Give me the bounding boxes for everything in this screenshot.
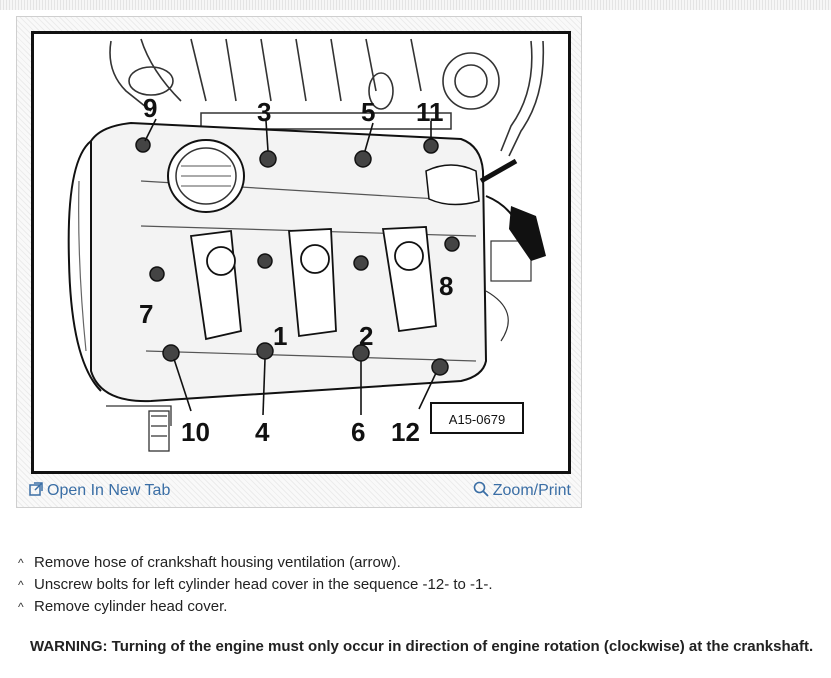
bolt-label-8: 8 [439,271,453,301]
step-text: Unscrew bolts for left cylinder head cov… [34,576,493,593]
list-item: ^ Remove hose of crankshaft housing vent… [18,552,493,574]
step-marker: ^ [18,578,24,592]
engine-diagram[interactable]: 1 2 3 4 5 6 7 8 9 10 11 12 A15-0679 [31,31,571,474]
list-item: ^ Unscrew bolts for left cylinder head c… [18,574,493,596]
open-in-new-tab-label: Open In New Tab [47,482,171,499]
figure-panel: 1 2 3 4 5 6 7 8 9 10 11 12 A15-0679 Open… [16,16,582,508]
magnifier-icon [473,481,489,502]
bolt-label-12: 12 [391,417,420,447]
zoom-print-link[interactable]: Zoom/Print [473,481,571,501]
bolt-label-10: 10 [181,417,210,447]
step-text: Remove cylinder head cover. [34,598,228,615]
bolt-label-5: 5 [361,97,375,127]
top-divider [0,0,831,10]
procedure-steps: ^ Remove hose of crankshaft housing vent… [18,552,493,618]
bolt-label-9: 9 [143,93,157,123]
step-marker: ^ [18,600,24,614]
step-text: Remove hose of crankshaft housing ventil… [34,554,401,571]
bolt-label-3: 3 [257,97,271,127]
warning-note: WARNING: Turning of the engine must only… [30,638,814,655]
bolt-label-7: 7 [139,299,153,329]
zoom-print-label: Zoom/Print [492,482,571,499]
engine-illustration: 1 2 3 4 5 6 7 8 9 10 11 12 A15-0679 [31,31,571,474]
new-tab-icon [29,481,43,501]
open-in-new-tab-link[interactable]: Open In New Tab [29,481,170,501]
bolt-label-11: 11 [416,97,444,127]
bolt-label-4: 4 [255,417,270,447]
bolt-label-2: 2 [359,321,373,351]
figure-code: A15-0679 [449,412,505,427]
bolt-label-6: 6 [351,417,365,447]
step-marker: ^ [18,556,24,570]
bolt-label-1: 1 [273,321,287,351]
list-item: ^ Remove cylinder head cover. [18,596,493,618]
